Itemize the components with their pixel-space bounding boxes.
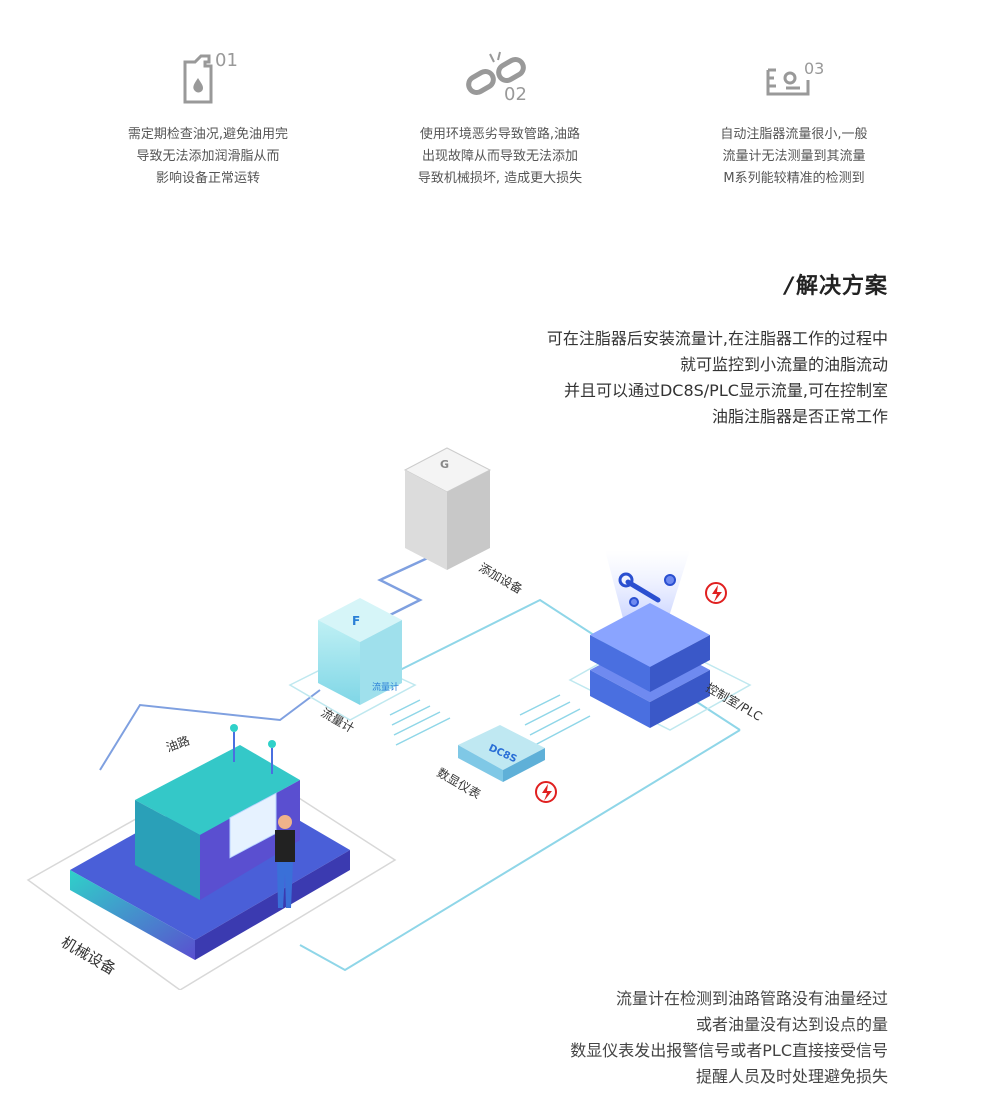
flowmeter-face-label: 流量计	[372, 681, 399, 693]
pipe-flowmeter-to-machine	[99, 689, 321, 771]
display-alert-icon	[535, 781, 557, 803]
low-flow-icon: 03	[664, 40, 924, 116]
problem-3-number: 03	[804, 59, 824, 78]
control-label: 控制室/PLC	[704, 680, 766, 724]
solution-title: /解决方案	[784, 274, 888, 299]
problem-2: 02 使用环境恶劣导致管路,油路 出现故障从而导致无法添加 导致机械损坏, 造成…	[370, 40, 630, 190]
problem-2-number: 02	[504, 84, 527, 105]
flowmeter: F 流量计 流量计	[288, 598, 417, 736]
problem-1-text: 需定期检查油况,避免油用完 导致无法添加润滑脂从而 影响设备正常运转	[127, 127, 289, 186]
connection-lines	[99, 548, 741, 972]
oil-can-icon: 01	[78, 40, 338, 116]
grease-device-label: 添加设备	[477, 560, 526, 596]
problem-3-text: 自动注脂器流量很小,一般 流量计无法测量到其流量 M系列能较精准的检测到	[720, 127, 868, 186]
operator-figure	[275, 815, 295, 908]
problem-1-number: 01	[215, 50, 238, 71]
problem-2-text: 使用环境恶劣导致管路,油路 出现故障从而导致无法添加 导致机械损坏, 造成更大损…	[417, 127, 583, 186]
control-server: 控制室/PLC	[568, 550, 766, 731]
system-diagram: G 添加设备 F 流量计 流量计 DC8S 数显仪表	[0, 430, 1000, 990]
broken-chain-icon: 02	[370, 40, 630, 116]
flowmeter-label: 流量计	[319, 705, 357, 735]
circuit-right	[519, 694, 591, 746]
bottom-text: 流量计在检测到油路管路没有油量经过 或者油量没有达到设点的量 数显仪表发出报警信…	[570, 989, 888, 1086]
oil-path-label: 油路	[164, 733, 192, 755]
solution-text: 可在注脂器后安装流量计,在注脂器工作的过程中 就可监控到小流量的油脂流动 并且可…	[546, 329, 888, 426]
problems-section: 01 需定期检查油况,避免油用完 导致无法添加润滑脂从而 影响设备正常运转 02…	[0, 0, 1000, 210]
problem-3: 03 自动注脂器流量很小,一般 流量计无法测量到其流量 M系列能较精准的检测到	[664, 40, 924, 190]
wrench-icon	[618, 572, 676, 607]
display-label: 数显仪表	[435, 765, 484, 802]
problem-1: 01 需定期检查油况,避免油用完 导致无法添加润滑脂从而 影响设备正常运转	[78, 40, 338, 190]
grease-device: G 添加设备	[403, 447, 526, 597]
machine-equipment: 油路 机械设备	[26, 724, 397, 990]
grease-device-letter: G	[440, 458, 449, 471]
circuit-left	[389, 699, 451, 746]
control-alert-icon	[705, 582, 727, 604]
flowmeter-letter: F	[352, 614, 360, 628]
signal-control-to-machine	[299, 729, 741, 972]
digital-display: DC8S 数显仪表	[435, 725, 557, 803]
